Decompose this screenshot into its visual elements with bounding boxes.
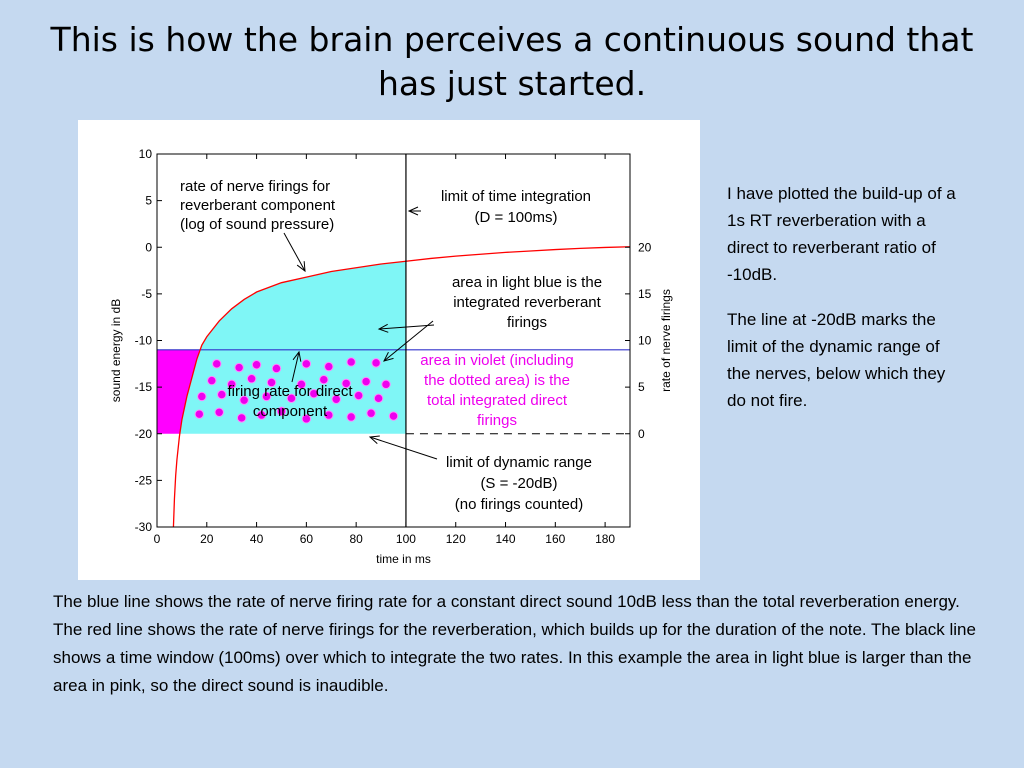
direct-firing-dots (194, 357, 399, 424)
x-axis-label: time in ms (376, 552, 431, 566)
firing-dot (286, 393, 297, 404)
firing-dot (207, 375, 217, 386)
x-tick-label: 160 (545, 532, 565, 546)
y-tick-label: 10 (139, 147, 153, 161)
y2-axis-label: rate of nerve firings (659, 289, 673, 392)
firing-dot (236, 413, 247, 423)
arrow-shaft (378, 324, 435, 330)
firing-dot (226, 379, 237, 390)
y-axis-label: sound energy in dB (109, 299, 123, 402)
firing-dot (276, 406, 287, 417)
y2-tick-label: 20 (638, 240, 652, 254)
x-tick-label: 40 (250, 532, 264, 546)
firing-dot (373, 393, 384, 404)
firing-dot (212, 359, 222, 369)
reverberant-area (179, 261, 406, 434)
side-note-rt: I have plotted the build-up of a 1s RT r… (727, 184, 956, 284)
firing-dot (341, 378, 351, 389)
firing-dot (246, 374, 257, 384)
firing-dot (353, 390, 364, 401)
firing-dot (346, 412, 356, 422)
firing-dot (301, 414, 312, 424)
arrow-to-direct-line (291, 350, 302, 383)
firing-dot (381, 379, 391, 390)
x-tick-label: 120 (446, 532, 466, 546)
arrow-head (407, 206, 419, 216)
firing-dot (251, 360, 262, 370)
side-notes: I have plotted the build-up of a 1s RT r… (727, 180, 967, 432)
arrow-head (368, 435, 380, 444)
firing-dot (261, 391, 272, 402)
firing-dot (371, 358, 381, 368)
y2-tick-label: 5 (638, 380, 645, 394)
firing-dot (234, 362, 244, 373)
y2-tick-label: 15 (638, 287, 652, 301)
firing-dot (324, 361, 334, 372)
x-tick-label: 140 (496, 532, 516, 546)
x-tick-label: 0 (154, 532, 161, 546)
firing-dot (361, 376, 371, 387)
y-tick-label: -15 (135, 380, 153, 394)
annotation-time-limit: limit of time integration(D = 100ms) (441, 188, 591, 226)
firing-dot (346, 357, 356, 367)
y-tick-label: -5 (141, 287, 152, 301)
firing-dot (296, 379, 307, 390)
firing-dot (388, 411, 399, 421)
arrow-to-red-curve (283, 232, 306, 273)
annotation-dynamic-range: limit of dynamic range(S = -20dB)(no fir… (446, 454, 592, 513)
x-tick-label: 80 (349, 532, 363, 546)
firing-dot (331, 394, 341, 404)
y-tick-label: -25 (135, 473, 153, 487)
arrow-head (377, 323, 389, 333)
y-tick-label: -10 (135, 334, 153, 348)
y-tick-label: 5 (145, 194, 152, 208)
y-tick-label: -20 (135, 427, 153, 441)
y-tick-label: -30 (135, 520, 153, 534)
firing-dot (366, 408, 376, 418)
arrow-to-time-limit (407, 206, 421, 216)
arrow-to-blue-line (383, 320, 434, 362)
firing-dot (239, 395, 249, 405)
arrow-shaft (283, 232, 306, 272)
arrow-shaft (369, 436, 438, 460)
firing-dot (324, 410, 334, 420)
slide-caption: The blue line shows the rate of nerve fi… (53, 592, 976, 695)
firing-dot (256, 410, 267, 420)
firing-dot (214, 407, 224, 418)
firing-dot (266, 377, 277, 388)
x-tick-label: 180 (595, 532, 615, 546)
x-tick-label: 60 (300, 532, 314, 546)
x-tick-label: 100 (396, 532, 416, 546)
x-tick-label: 20 (200, 532, 214, 546)
y-tick-label: 0 (145, 240, 152, 254)
y2-tick-label: 10 (638, 334, 652, 348)
arrow-head (292, 350, 302, 362)
firing-dot (271, 363, 282, 374)
direct-area (157, 349, 201, 434)
arrow-shaft (383, 320, 434, 362)
slide-title: This is how the brain perceives a contin… (50, 20, 974, 103)
firing-dot (301, 359, 312, 369)
firing-dot (217, 389, 227, 400)
arrow-to-light-blue (377, 323, 435, 333)
arrow-shaft (291, 351, 300, 383)
arrow-head (296, 261, 306, 273)
firing-dot (194, 409, 205, 419)
arrow-to-dynamic-range (368, 435, 438, 460)
y2-tick-label: 0 (638, 427, 645, 441)
side-note-dynamic-range: The line at -20dB marks the limit of the… (727, 310, 946, 410)
arrow-head (383, 351, 394, 362)
firing-dot (197, 391, 207, 402)
firing-dot (309, 388, 319, 399)
red-reverb-curve (172, 246, 631, 528)
firing-dot (319, 374, 329, 385)
